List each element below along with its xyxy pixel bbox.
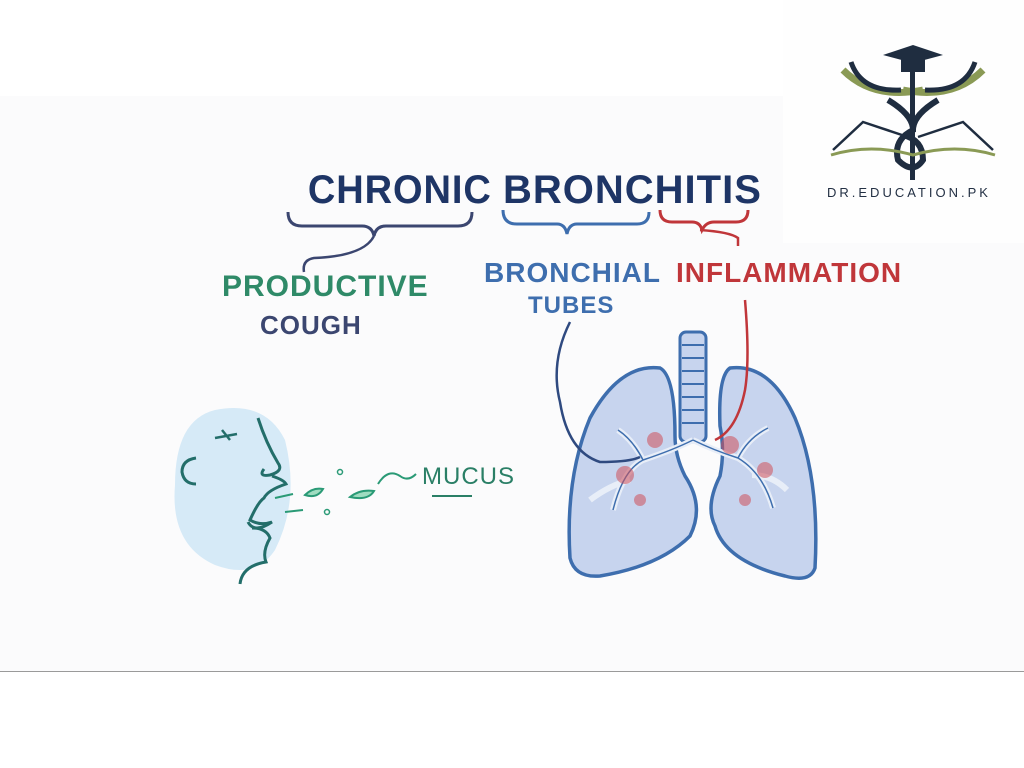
ear (180, 456, 197, 486)
caduceus-logo-icon (830, 45, 996, 180)
label-bronchial: BRONCHIAL (484, 257, 661, 288)
logo: DR.EDUCATION.PK (783, 0, 1024, 243)
eye (214, 429, 238, 441)
bracket-chronic (286, 211, 474, 237)
bracket-itis (658, 209, 750, 235)
face-outline (238, 417, 289, 585)
label-cough: COUGH (260, 310, 362, 340)
title-bronchitis: BRONCHITIS (503, 168, 762, 212)
logo-text: DR.EDUCATION.PK (827, 185, 991, 200)
label-productive: PRODUCTIVE (222, 270, 429, 303)
mucus-droplets (303, 487, 376, 500)
trachea (678, 330, 708, 444)
pointer-bronchial (555, 321, 641, 464)
pointer-inflammation (714, 299, 749, 442)
inflammation-dots (616, 432, 773, 506)
connector-productive (302, 235, 376, 273)
label-mucus: MUCUS (422, 463, 515, 490)
title-chronic: CHRONIC (307, 168, 492, 212)
bracket-bronch (501, 209, 651, 235)
label-inflammation: INFLAMMATION (676, 257, 903, 288)
label-tubes: TUBES (528, 292, 615, 319)
